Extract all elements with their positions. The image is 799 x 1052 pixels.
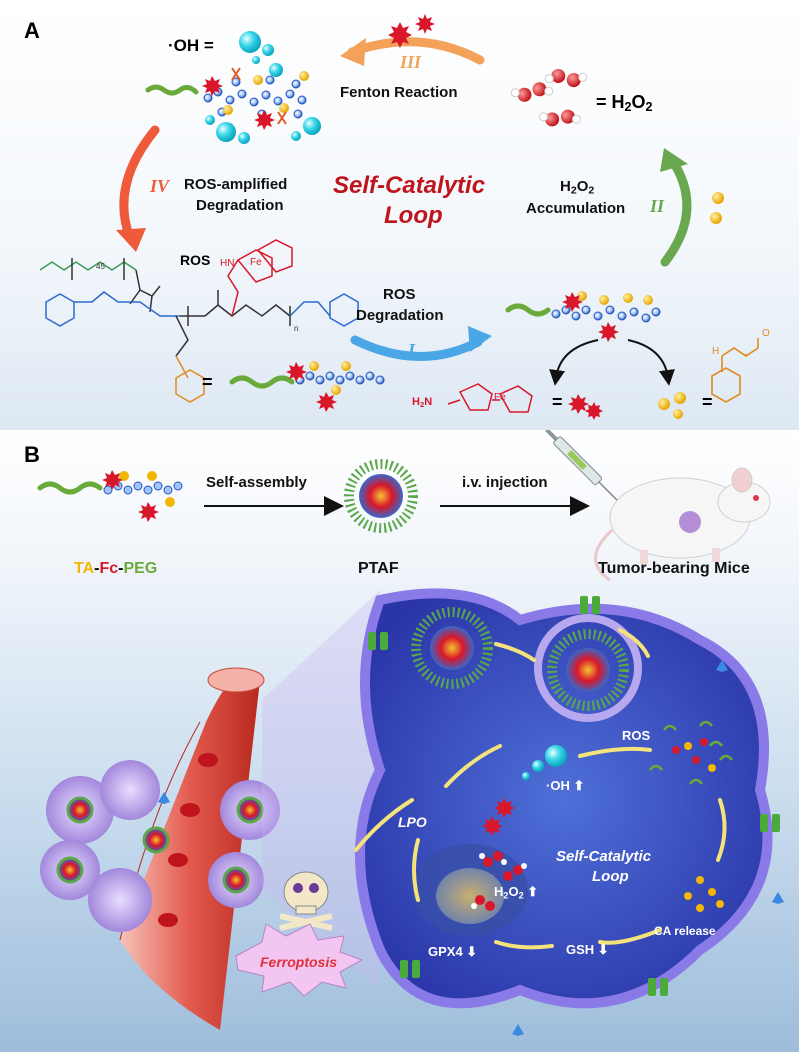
h-atom-label: H (712, 346, 720, 357)
oh-radicals (522, 745, 567, 780)
ca-release-label: CA release (654, 924, 716, 938)
oh-legend-label: ·OH = (168, 36, 214, 55)
step-iii-label: III (400, 52, 422, 72)
receptors (158, 660, 784, 1036)
equals-sign-3: = (702, 392, 713, 412)
blood-vessel (119, 667, 265, 1030)
polymer-chain-right (505, 291, 675, 386)
copolymer-chain (37, 470, 183, 522)
h2o2-cell-label: H2O2 ⬆ (494, 884, 539, 901)
peg-repeat-label: 45 (96, 262, 105, 271)
ta-ball-group (710, 192, 724, 224)
incoming-micelle (411, 607, 493, 689)
arrow-i (350, 335, 483, 361)
lpo-label: LPO (398, 814, 427, 830)
h2o2-legend-label: = H2O2 (596, 92, 653, 115)
mice-label: Tumor-bearing Mice (598, 560, 750, 577)
h2o2-accum-label: H2O2 (560, 178, 595, 197)
gpx4-label: GPX4 ⬇ (428, 944, 478, 959)
step-iv-label: IV (150, 176, 170, 196)
ptaf-micelle (344, 459, 418, 533)
fc-stars-cell (482, 798, 515, 836)
o-atom-label: O (762, 328, 770, 339)
arrow-iv (119, 125, 160, 243)
cell-loop-title-2: Loop (592, 868, 629, 885)
ros-degradation-label-2: Degradation (356, 307, 444, 324)
self-assembly-label: Self-assembly (206, 474, 307, 491)
polymer-chain-bottom (229, 361, 385, 412)
panel-b-graphics (37, 430, 784, 1036)
ros-degradation-label-1: ROS (383, 286, 416, 303)
copolymer-legend: TA-Fc-PEG (74, 560, 158, 577)
syringe-icon (545, 430, 623, 506)
h2o2-molecule-icon (510, 68, 588, 127)
degradation-label: Degradation (196, 197, 284, 214)
accumulation-label: Accumulation (526, 200, 626, 217)
polymer-structure (39, 239, 359, 403)
tumor-micelles (56, 796, 264, 894)
cycle-arrows (354, 628, 727, 950)
ta-ball-legend (658, 392, 686, 419)
arrow-iii-head (340, 38, 366, 66)
arrow-ii-head (660, 148, 688, 172)
endosome (534, 614, 642, 722)
ferroptosis-burst (235, 923, 364, 997)
arrow-iv-head (116, 228, 146, 252)
fc-star-group-top (388, 14, 435, 48)
cinnamaldehyde-structure (711, 338, 759, 403)
cell-loop-title-1: Self-Catalytic (556, 848, 652, 865)
nh2-label: H2N (412, 396, 433, 409)
panel-a: A ·OH = III Fenton Reaction = H2O2 IV RO… (0, 0, 799, 430)
fc-star-legend (568, 394, 603, 420)
injection-label: i.v. injection (462, 474, 548, 491)
gsh-label: GSH ⬇ (566, 942, 609, 957)
equals-sign-1: = (202, 372, 213, 392)
panel-b: B Self-assembly i.v. injection TA-Fc-PEG… (0, 430, 799, 1052)
step-ii-label: II (650, 196, 665, 216)
panel-b-label: B (24, 442, 40, 467)
ros-cell-label: ROS (622, 728, 651, 743)
arrow-i-head (468, 326, 492, 352)
equals-sign-2: = (552, 392, 563, 412)
self-catalytic-title: Self-Catalytic (333, 172, 486, 199)
aminoferrocene-structure (447, 383, 533, 413)
ferroptosis-label: Ferroptosis (260, 954, 338, 970)
h2o2-molecules (471, 851, 527, 911)
oh-cell-label: ·OH ⬆ (546, 778, 585, 793)
degraded-polymer-cluster (145, 63, 321, 144)
ptaf-label: PTAF (358, 560, 399, 577)
ca-molecules (684, 876, 724, 912)
hn-label: HN (220, 258, 235, 269)
oh-radical-icon (239, 31, 274, 64)
fe-atom-label-2: Fe (494, 392, 506, 403)
fe-atom-label: Fe (250, 257, 262, 268)
panel-a-label: A (24, 18, 40, 43)
fenton-reaction-label: Fenton Reaction (340, 84, 458, 101)
polymer-repeat-label: n (294, 324, 299, 333)
membrane-proteins (368, 596, 780, 996)
loop-title: Loop (384, 202, 443, 229)
ros-attack-label: ROS (180, 252, 211, 268)
step-i-label: I (408, 340, 416, 360)
panel-a-graphics (39, 14, 759, 420)
arrow-iii (347, 37, 485, 65)
arrow-ii (660, 155, 692, 267)
mouse-icon (594, 467, 771, 582)
skull-icon (279, 871, 333, 931)
disassembled-micelle (649, 720, 733, 785)
ros-amplified-label: ROS-amplified (184, 176, 288, 193)
